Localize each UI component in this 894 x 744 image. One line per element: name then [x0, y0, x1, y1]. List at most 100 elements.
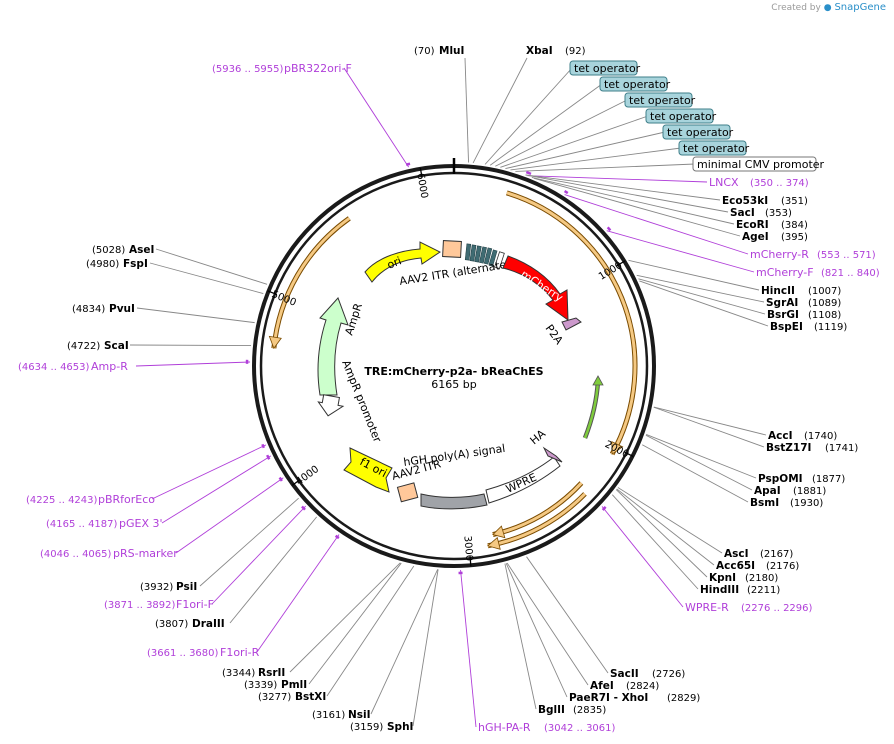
f1-ori-feature[interactable] [343, 447, 393, 493]
svg-text:(384): (384) [781, 220, 808, 231]
enzyme-ecori[interactable]: EcoRI(384) [736, 219, 808, 231]
leader-line-45 [161, 455, 272, 524]
svg-text:tet operator: tet operator [574, 62, 641, 75]
ampr-feature[interactable] [317, 297, 349, 396]
primer-f1ori-r[interactable]: (3661 .. 3680)F1ori-R [147, 646, 260, 659]
enzyme-draiii[interactable]: (3807)DraIII [155, 618, 225, 630]
enzyme-asei[interactable]: (5028)AseI [92, 244, 154, 256]
leader-line-12 [531, 176, 735, 225]
enzyme-mlui[interactable]: (70) MluI [414, 45, 464, 57]
primer-mcherry-f[interactable]: mCherry-F(821 .. 840) [756, 266, 880, 279]
svg-text:(4165 .. 4187): (4165 .. 4187) [46, 519, 118, 530]
wpre-feature[interactable] [485, 456, 561, 504]
minimal-cmv-promoter[interactable]: minimal CMV promoter [692, 156, 825, 172]
enzyme-bsmi[interactable]: BsmI(1930) [750, 497, 823, 509]
leader-line-44 [175, 477, 284, 554]
svg-text:(1741): (1741) [825, 443, 858, 454]
plasmid-size: 6165 bp [431, 378, 476, 391]
svg-text:SphI: SphI [387, 721, 413, 733]
primer-pbrforeco[interactable]: (4225 .. 4243)pBRforEco [26, 493, 155, 506]
tick-2000 [624, 451, 634, 458]
svg-text:tet operator: tet operator [604, 78, 671, 91]
ampr-promoter-feature[interactable] [316, 394, 345, 418]
svg-text:(1007): (1007) [808, 286, 841, 297]
primer-prs-marker[interactable]: (4046 .. 4065)pRS-marker [40, 547, 178, 560]
enzyme-acc65i[interactable]: Acc65I(2176) [716, 560, 799, 572]
enzyme-agei[interactable]: AgeI(395) [742, 231, 808, 243]
enzyme-nsii[interactable]: (3161)NsiI [312, 709, 371, 721]
enzyme-sphi[interactable]: (3159)SphI [350, 721, 413, 733]
svg-text:(3661 .. 3680): (3661 .. 3680) [147, 648, 219, 659]
svg-text:(4834): (4834) [72, 304, 105, 315]
enzyme-bsrgi[interactable]: BsrGI(1108) [767, 309, 841, 321]
tet-operator-4[interactable]: tet operator [645, 108, 717, 124]
primer-mcherry-r[interactable]: mCherry-R(553 .. 571) [750, 248, 876, 261]
svg-text:hGH-PA-R: hGH-PA-R [478, 721, 531, 734]
primer-pgex-3[interactable]: (4165 .. 4187)pGEX 3' [46, 517, 163, 530]
leader-line-49 [136, 307, 255, 324]
enzyme-apai[interactable]: ApaI(1881) [754, 485, 826, 497]
primer-mark-11 [405, 162, 411, 166]
enzyme-saci[interactable]: SacI(353) [730, 207, 792, 219]
primer-pbr322ori-f[interactable]: (5936 .. 5955)pBR322ori-F [212, 62, 352, 75]
primer-lncx[interactable]: LNCX(350 .. 374) [709, 176, 809, 189]
tet-operator-5[interactable]: tet operator [662, 124, 734, 140]
svg-text:pBRforEco: pBRforEco [98, 493, 155, 506]
enzyme-bstz17i[interactable]: BstZ17I(1741) [766, 442, 858, 454]
svg-text:pBR322ori-F: pBR322ori-F [284, 62, 352, 75]
leader-line-43 [199, 497, 299, 587]
enzyme-hindiii[interactable]: HindIII(2211) [700, 584, 780, 596]
leader-line-9 [527, 175, 708, 183]
primer-amp-r[interactable]: (4634 .. 4653)Amp-R [18, 360, 128, 373]
svg-text:mCherry-F: mCherry-F [756, 266, 814, 279]
tet-operator-2[interactable]: tet operator [599, 76, 671, 92]
enzyme-eco53ki[interactable]: Eco53kI(351) [722, 195, 808, 207]
enzyme-hincii[interactable]: HincII(1007) [761, 285, 841, 297]
tick-marks [267, 158, 634, 567]
enzyme-kpni[interactable]: KpnI(2180) [709, 572, 778, 584]
aav2-itr-alt-feature[interactable] [442, 240, 462, 258]
svg-text:(1740): (1740) [804, 431, 837, 442]
svg-text:AccI: AccI [768, 430, 792, 442]
leader-line-23 [645, 434, 753, 491]
enzyme-acci[interactable]: AccI (1740) [768, 430, 837, 442]
enzyme-bstxi[interactable]: (3277)BstXI [258, 691, 326, 703]
svg-text:WPRE-R: WPRE-R [685, 601, 729, 614]
enzyme-pspomi[interactable]: PspOMI(1877) [758, 473, 845, 485]
enzyme-rsrii[interactable]: (3344)RsrII [222, 667, 285, 679]
enzyme-pmli[interactable]: (3339)PmlI [244, 679, 307, 691]
enzyme-fspi[interactable]: (4980)FspI [86, 258, 148, 270]
primer-f1ori-f[interactable]: (3871 .. 3892)F1ori-F [104, 598, 214, 611]
p2a-feature[interactable] [561, 317, 582, 331]
leader-line-13 [533, 177, 741, 237]
ori-feature[interactable] [364, 241, 441, 283]
tick-6000 [419, 167, 423, 178]
aav2-itr-feature[interactable] [396, 482, 419, 503]
svg-text:(2180): (2180) [745, 573, 778, 584]
tet-operator-3[interactable]: tet operator [624, 92, 696, 108]
enzyme-afei[interactable]: AfeI(2824) [590, 680, 659, 692]
primer-mark-9 [261, 443, 266, 449]
tet-operator-1[interactable]: tet operator [569, 60, 641, 76]
enzyme-psii[interactable]: (3932)PsiI [140, 581, 197, 593]
enzyme-bglii[interactable]: BglII(2835) [538, 704, 606, 716]
enzyme-sacii[interactable]: SacII(2726) [610, 668, 685, 680]
enzyme-xbai[interactable]: XbaI (92) [526, 45, 586, 57]
svg-text:SacII: SacII [610, 668, 639, 680]
ha-feature[interactable] [542, 446, 563, 463]
enzyme-asci[interactable]: AscI(2167) [724, 548, 793, 560]
enzyme-bspei[interactable]: BspEI(1119) [770, 321, 847, 333]
enzyme-scai[interactable]: (4722)ScaI [67, 340, 129, 352]
tet-operator-6[interactable]: tet operator [678, 140, 750, 156]
snapgene-logo-icon: ● [823, 3, 832, 13]
primer-mark-2 [606, 226, 612, 232]
enzyme-sgrai[interactable]: SgrAI(1089) [766, 297, 841, 309]
primer-wpre-r[interactable]: WPRE-R(2276 .. 2296) [685, 601, 813, 614]
enzyme-paer7i-xhoi[interactable]: PaeR7I - XhoI(2829) [569, 692, 700, 704]
leader-line-37 [326, 565, 415, 697]
hgh-polya-feature[interactable] [420, 493, 488, 510]
primer-marks [245, 162, 612, 575]
minimal-cmv-feature[interactable] [494, 251, 505, 270]
primer-hgh-pa-r[interactable]: hGH-PA-R(3042 .. 3061) [478, 721, 616, 734]
enzyme-pvui[interactable]: (4834)PvuI [72, 303, 135, 315]
